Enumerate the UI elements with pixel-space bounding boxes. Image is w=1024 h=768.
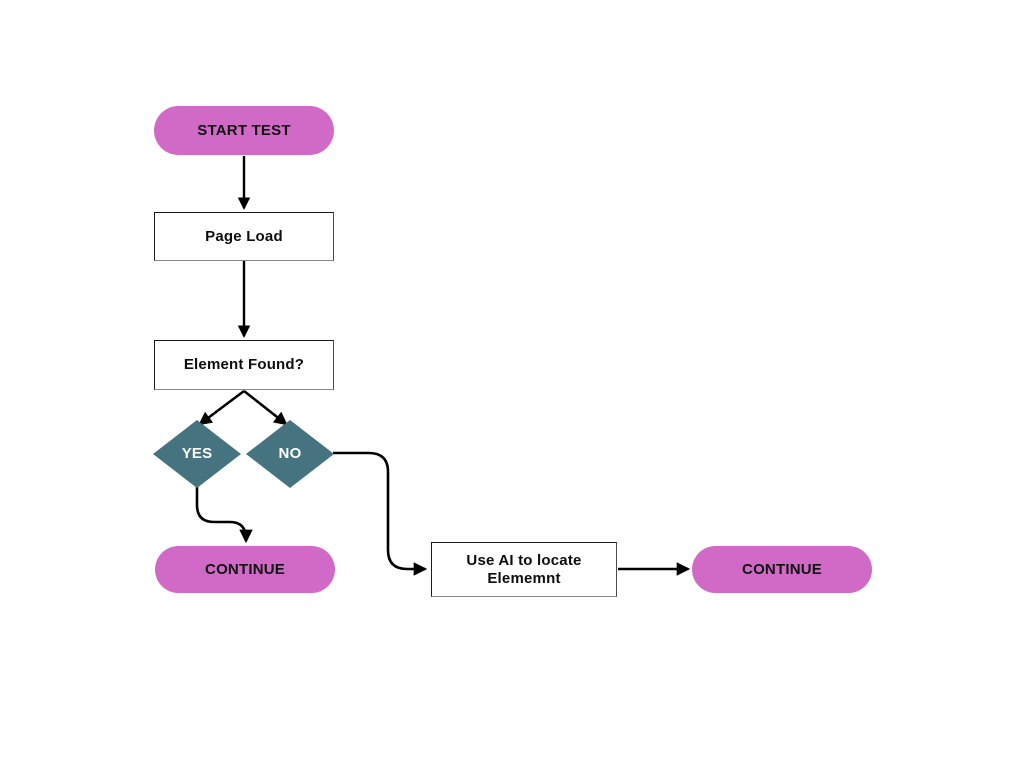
- node-use-ai-to-locate-element-label: Use AI to locate Elememnt: [466, 552, 581, 587]
- node-continue-left[interactable]: CONTINUE: [155, 546, 335, 593]
- node-decision-yes[interactable]: YES: [153, 420, 241, 488]
- node-element-found[interactable]: Element Found?: [154, 340, 334, 390]
- node-page-load[interactable]: Page Load: [154, 212, 334, 261]
- node-start-test[interactable]: START TEST: [154, 106, 334, 155]
- node-decision-yes-label: YES: [181, 445, 213, 463]
- node-continue-left-label: CONTINUE: [205, 560, 285, 578]
- edge-no-to-use-ai: [333, 451, 428, 576]
- node-use-ai-to-locate-element[interactable]: Use AI to locate Elememnt: [431, 542, 617, 597]
- node-element-found-label: Element Found?: [183, 356, 305, 374]
- node-use-ai-line-2: Elememnt: [487, 569, 561, 587]
- node-decision-no-label: NO: [278, 445, 302, 463]
- node-page-load-label: Page Load: [205, 227, 283, 245]
- node-continue-right-label: CONTINUE: [742, 560, 822, 578]
- node-use-ai-line-1: Use AI to locate: [466, 551, 582, 569]
- node-decision-no[interactable]: NO: [246, 420, 334, 488]
- node-start-test-label: START TEST: [197, 121, 291, 139]
- edge-yes-to-continue-left: [195, 487, 253, 544]
- node-continue-right[interactable]: CONTINUE: [692, 546, 872, 593]
